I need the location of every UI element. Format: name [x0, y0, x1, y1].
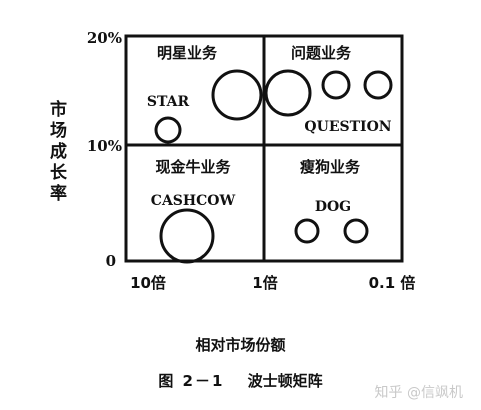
quadrant-cashcow: 现金牛业务 CASHCOW	[151, 158, 236, 264]
question-bubble-right	[363, 70, 393, 100]
dog-title: 瘦狗业务	[300, 158, 361, 176]
quadrant-question: 问题业务 QUESTION	[264, 44, 393, 135]
star-title: 明星业务	[157, 44, 218, 62]
question-bubble-medium	[321, 70, 351, 100]
question-title: 问题业务	[291, 44, 352, 62]
watermark: 知乎 @信飒机	[374, 385, 463, 401]
star-bubble-large	[211, 69, 263, 121]
quadrant-star: 明星业务 STAR	[147, 44, 263, 144]
cashcow-bubble	[159, 208, 215, 264]
dog-bubble-left	[294, 218, 320, 244]
star-bubble-small	[154, 116, 182, 144]
question-bubble-large	[264, 69, 312, 117]
x-tick-0-1x: 0.1 倍	[369, 274, 416, 292]
caption-number: 图 2－1	[158, 372, 225, 390]
y-tick-10: 10%	[87, 137, 122, 155]
y-axis-label: 市场成长率	[46, 100, 66, 205]
x-axis-label: 相对市场份额	[195, 336, 286, 354]
star-tag: STAR	[147, 94, 190, 110]
dog-tag: DOG	[315, 199, 351, 215]
cashcow-title: 现金牛业务	[155, 158, 231, 176]
dog-bubble-right	[343, 218, 369, 244]
quadrant-dog: 瘦狗业务 DOG	[294, 158, 369, 244]
x-tick-1x: 1倍	[252, 274, 277, 292]
figure-caption: 图 2－1 波士顿矩阵	[0, 370, 481, 391]
y-tick-20: 20%	[87, 29, 122, 47]
question-tag: QUESTION	[304, 119, 391, 135]
y-tick-0: 0	[106, 252, 116, 270]
cashcow-tag: CASHCOW	[151, 193, 236, 209]
caption-title: 波士顿矩阵	[247, 372, 323, 390]
x-tick-10x: 10倍	[130, 274, 166, 292]
